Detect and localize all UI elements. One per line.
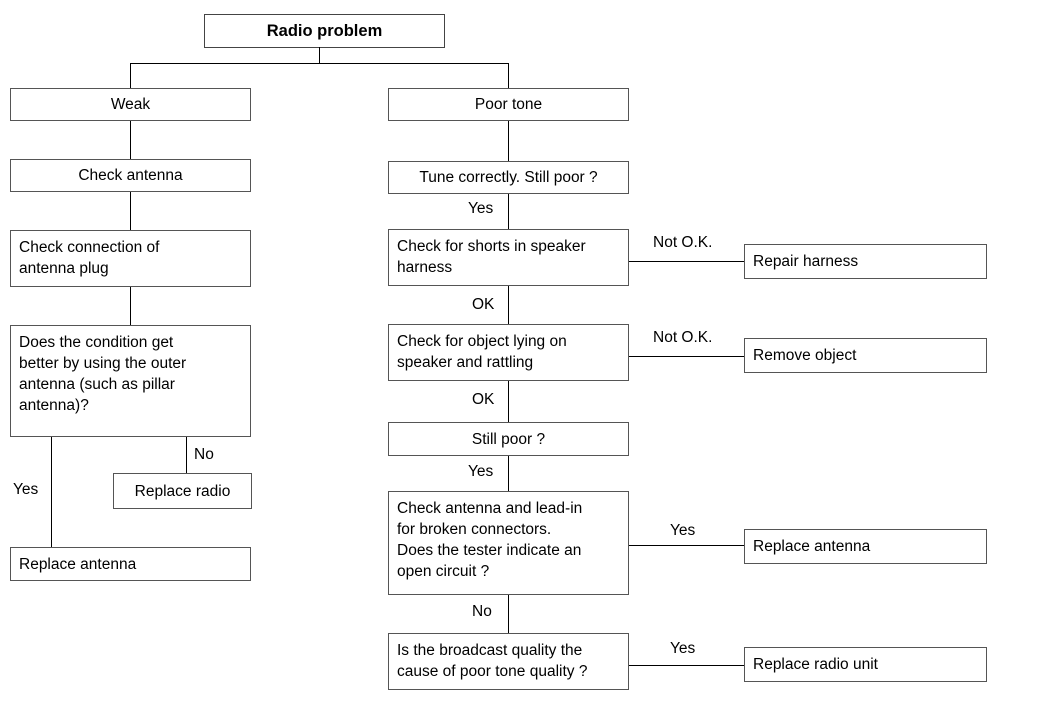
- node-check-shorts: Check for shorts in speaker harness: [388, 229, 629, 286]
- node-outer-antenna-question: Does the condition get better by using t…: [10, 325, 251, 437]
- connector-root-split: [130, 63, 509, 64]
- edge-label-still-poor-yes: Yes: [468, 463, 494, 480]
- node-repair-harness: Repair harness: [744, 244, 987, 279]
- connector-tune-yes: [508, 194, 509, 229]
- node-replace-antenna-right: Replace antenna: [744, 529, 987, 564]
- node-check-antenna: Check antenna: [10, 159, 251, 192]
- edge-label-broadcast-yes: Yes: [670, 640, 696, 657]
- node-replace-antenna-left: Replace antenna: [10, 547, 251, 581]
- edge-label-shorts-not-ok: Not O.K.: [653, 234, 713, 251]
- connector-lead-in-yes: [629, 545, 745, 546]
- connector-outer-antenna-yes: [51, 437, 52, 547]
- node-still-poor: Still poor ?: [388, 422, 629, 456]
- connector-to-poor-tone: [508, 63, 509, 88]
- node-check-object: Check for object lying on speaker and ra…: [388, 324, 629, 381]
- connector-lead-in-no: [508, 595, 509, 633]
- connector-broadcast-yes: [629, 665, 745, 666]
- node-check-lead-in: Check antenna and lead-in for broken con…: [388, 491, 629, 595]
- node-replace-radio: Replace radio: [113, 473, 252, 509]
- edge-label-lead-in-no: No: [472, 603, 492, 620]
- edge-label-object-ok: OK: [472, 391, 495, 408]
- edge-label-outer-antenna-yes: Yes: [13, 481, 39, 498]
- connector-object-ok: [508, 381, 509, 422]
- connector-connection-to-outer-antenna: [130, 287, 131, 325]
- connector-object-not-ok: [629, 356, 745, 357]
- connector-poor-tone-to-tune: [508, 121, 509, 161]
- connector-root-down: [319, 47, 320, 63]
- node-tune-correctly: Tune correctly. Still poor ?: [388, 161, 629, 194]
- connector-shorts-not-ok: [629, 261, 745, 262]
- node-check-connection: Check connection of antenna plug: [10, 230, 251, 287]
- node-broadcast-quality: Is the broadcast quality the cause of po…: [388, 633, 629, 690]
- edge-label-shorts-ok: OK: [472, 296, 495, 313]
- node-poor-tone: Poor tone: [388, 88, 629, 121]
- connector-weak-to-check-antenna: [130, 121, 131, 159]
- edge-label-object-not-ok: Not O.K.: [653, 329, 713, 346]
- node-radio-problem: Radio problem: [204, 14, 445, 48]
- node-weak: Weak: [10, 88, 251, 121]
- edge-label-outer-antenna-no: No: [194, 446, 214, 463]
- edge-label-tune-yes: Yes: [468, 200, 494, 217]
- connector-to-weak: [130, 63, 131, 88]
- node-remove-object: Remove object: [744, 338, 987, 373]
- edge-label-lead-in-yes: Yes: [670, 522, 696, 539]
- connector-shorts-ok: [508, 286, 509, 324]
- connector-outer-antenna-no: [186, 437, 187, 473]
- connector-check-antenna-to-connection: [130, 192, 131, 230]
- connector-still-poor-yes: [508, 456, 509, 491]
- node-replace-radio-unit: Replace radio unit: [744, 647, 987, 682]
